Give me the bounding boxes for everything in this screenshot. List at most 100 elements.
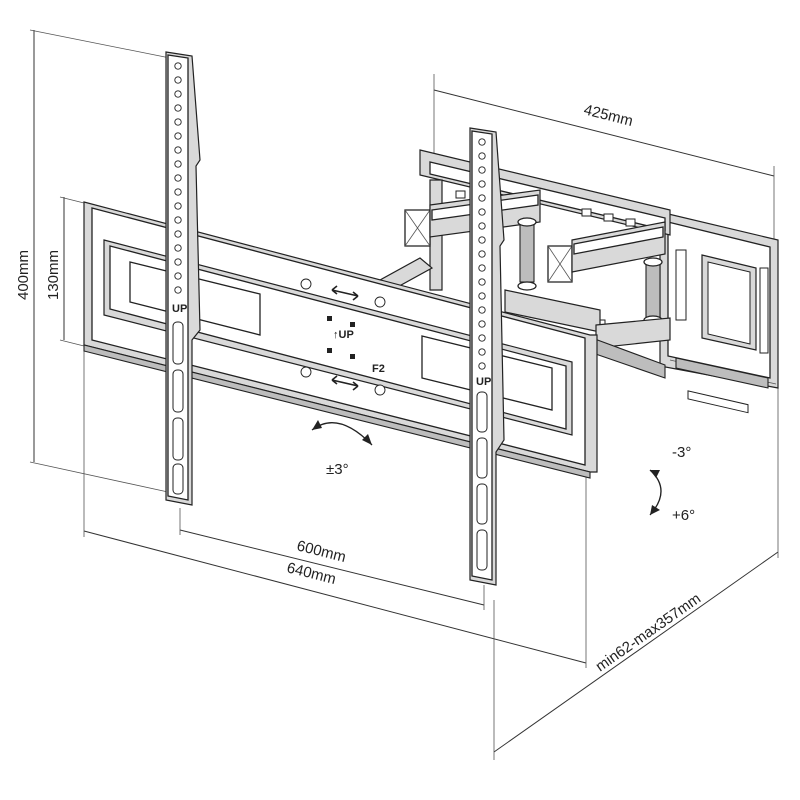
double-arrow-icon bbox=[331, 285, 359, 301]
center-hole-1 bbox=[300, 278, 312, 290]
wall-plate-side-slot-2 bbox=[759, 267, 769, 354]
arrow-head-icon bbox=[650, 470, 660, 478]
bracket-hole bbox=[478, 166, 486, 174]
bracket-hole bbox=[174, 244, 182, 252]
tilt-up-label: -3° bbox=[672, 444, 691, 461]
bracket-hole bbox=[478, 348, 486, 356]
bracket-hole bbox=[174, 230, 182, 238]
bracket-hole bbox=[478, 138, 486, 146]
label-600mm: 600mm bbox=[295, 537, 348, 566]
bracket-hole bbox=[174, 202, 182, 210]
bracket-hole bbox=[478, 236, 486, 244]
f2-label: F2 bbox=[372, 363, 385, 375]
bracket-left-slot-3 bbox=[172, 417, 184, 461]
arm-upper-2-top bbox=[573, 226, 664, 255]
bracket-hole bbox=[581, 208, 592, 217]
bracket-hole bbox=[625, 218, 636, 227]
bracket-hole bbox=[478, 152, 486, 160]
bracket-hole bbox=[478, 292, 486, 300]
bracket-hole bbox=[174, 258, 182, 266]
bracket-right-up-label: UP bbox=[476, 376, 491, 388]
wall-plate-side-slot bbox=[675, 249, 687, 321]
arrow-head-icon bbox=[312, 420, 322, 430]
dim-line-wall-distance bbox=[493, 551, 779, 753]
arm-pivot-cross-2b bbox=[547, 245, 573, 283]
vertical-bracket-right: UP bbox=[469, 127, 505, 586]
square-marker bbox=[327, 316, 332, 321]
dimension-lines bbox=[29, 29, 779, 760]
label-425mm: 425mm bbox=[582, 101, 635, 130]
bracket-hole bbox=[478, 278, 486, 286]
arm-hinge-base-1 bbox=[517, 281, 537, 291]
bracket-hole bbox=[478, 180, 486, 188]
wall-plate-slot-top bbox=[687, 390, 749, 414]
bracket-hole bbox=[478, 306, 486, 314]
ext-line-400-top bbox=[29, 29, 171, 59]
tilt-down-label: +6° bbox=[672, 507, 695, 524]
bracket-hole bbox=[174, 188, 182, 196]
bracket-left-slot-1 bbox=[172, 321, 184, 365]
dim-line-425 bbox=[433, 89, 775, 177]
label-wall-distance: min62-max357mm bbox=[593, 590, 705, 675]
label-130mm: 130mm bbox=[45, 250, 62, 300]
dim-line-640 bbox=[83, 530, 587, 664]
bracket-hole bbox=[174, 146, 182, 154]
bracket-left-slot-4 bbox=[172, 463, 184, 495]
label-400mm: 400mm bbox=[15, 250, 32, 300]
bracket-hole bbox=[478, 250, 486, 258]
bracket-hole bbox=[174, 118, 182, 126]
wall-plate-window-inner bbox=[707, 261, 751, 345]
bracket-left-holes bbox=[174, 62, 182, 294]
arrow-head-icon bbox=[362, 434, 372, 445]
center-hole-3 bbox=[300, 366, 312, 378]
up-label: ↑UP bbox=[333, 329, 354, 341]
bracket-hole bbox=[478, 194, 486, 202]
tv-plate: ↑UP F2 bbox=[83, 201, 598, 479]
label-640mm: 640mm bbox=[285, 559, 338, 588]
bracket-hole bbox=[174, 174, 182, 182]
bracket-hole bbox=[478, 208, 486, 216]
bracket-left-slot-2 bbox=[172, 369, 184, 413]
vertical-bracket-left: UP bbox=[165, 51, 201, 506]
center-hole-2 bbox=[374, 296, 386, 308]
bracket-right-slot-1 bbox=[476, 391, 488, 433]
square-marker bbox=[350, 322, 355, 327]
wall-plate-lip bbox=[675, 357, 769, 389]
square-marker bbox=[327, 348, 332, 353]
bracket-hole bbox=[174, 104, 182, 112]
bracket-left-up-label: UP bbox=[172, 303, 187, 315]
dim-line-600 bbox=[179, 529, 485, 606]
bracket-hole bbox=[174, 62, 182, 70]
bracket-hole bbox=[478, 222, 486, 230]
bracket-right-slot-3 bbox=[476, 483, 488, 525]
arrow-head-icon bbox=[650, 505, 660, 515]
bracket-right-slot-4 bbox=[476, 529, 488, 571]
bracket-hole bbox=[455, 190, 466, 199]
arm-hinge-post-2 bbox=[645, 261, 661, 319]
bracket-hole bbox=[174, 90, 182, 98]
ext-line-400-bottom bbox=[29, 461, 169, 493]
tv-plate-bottom-edge bbox=[83, 344, 591, 479]
bracket-hole bbox=[174, 76, 182, 84]
bracket-hole bbox=[603, 213, 614, 222]
bracket-right-holes bbox=[478, 138, 486, 370]
arm-hinge-cap-1 bbox=[517, 217, 537, 227]
bracket-hole bbox=[174, 286, 182, 294]
double-arrow-icon bbox=[331, 375, 359, 391]
bracket-hole bbox=[174, 160, 182, 168]
bracket-hole bbox=[478, 320, 486, 328]
rotation-indicators: ±3° -3° +6° bbox=[311, 420, 695, 524]
bracket-hole bbox=[478, 334, 486, 342]
rotation-label: ±3° bbox=[326, 461, 349, 478]
arm-pivot-cross-1b bbox=[404, 209, 431, 247]
square-marker bbox=[350, 354, 355, 359]
bracket-hole bbox=[478, 362, 486, 370]
arm-hinge-cap-2 bbox=[643, 257, 663, 267]
arm-hinge-post-1 bbox=[519, 221, 535, 283]
bracket-right-slot-2 bbox=[476, 437, 488, 479]
bracket-hole bbox=[174, 132, 182, 140]
bracket-hole bbox=[174, 216, 182, 224]
bracket-hole bbox=[174, 272, 182, 280]
